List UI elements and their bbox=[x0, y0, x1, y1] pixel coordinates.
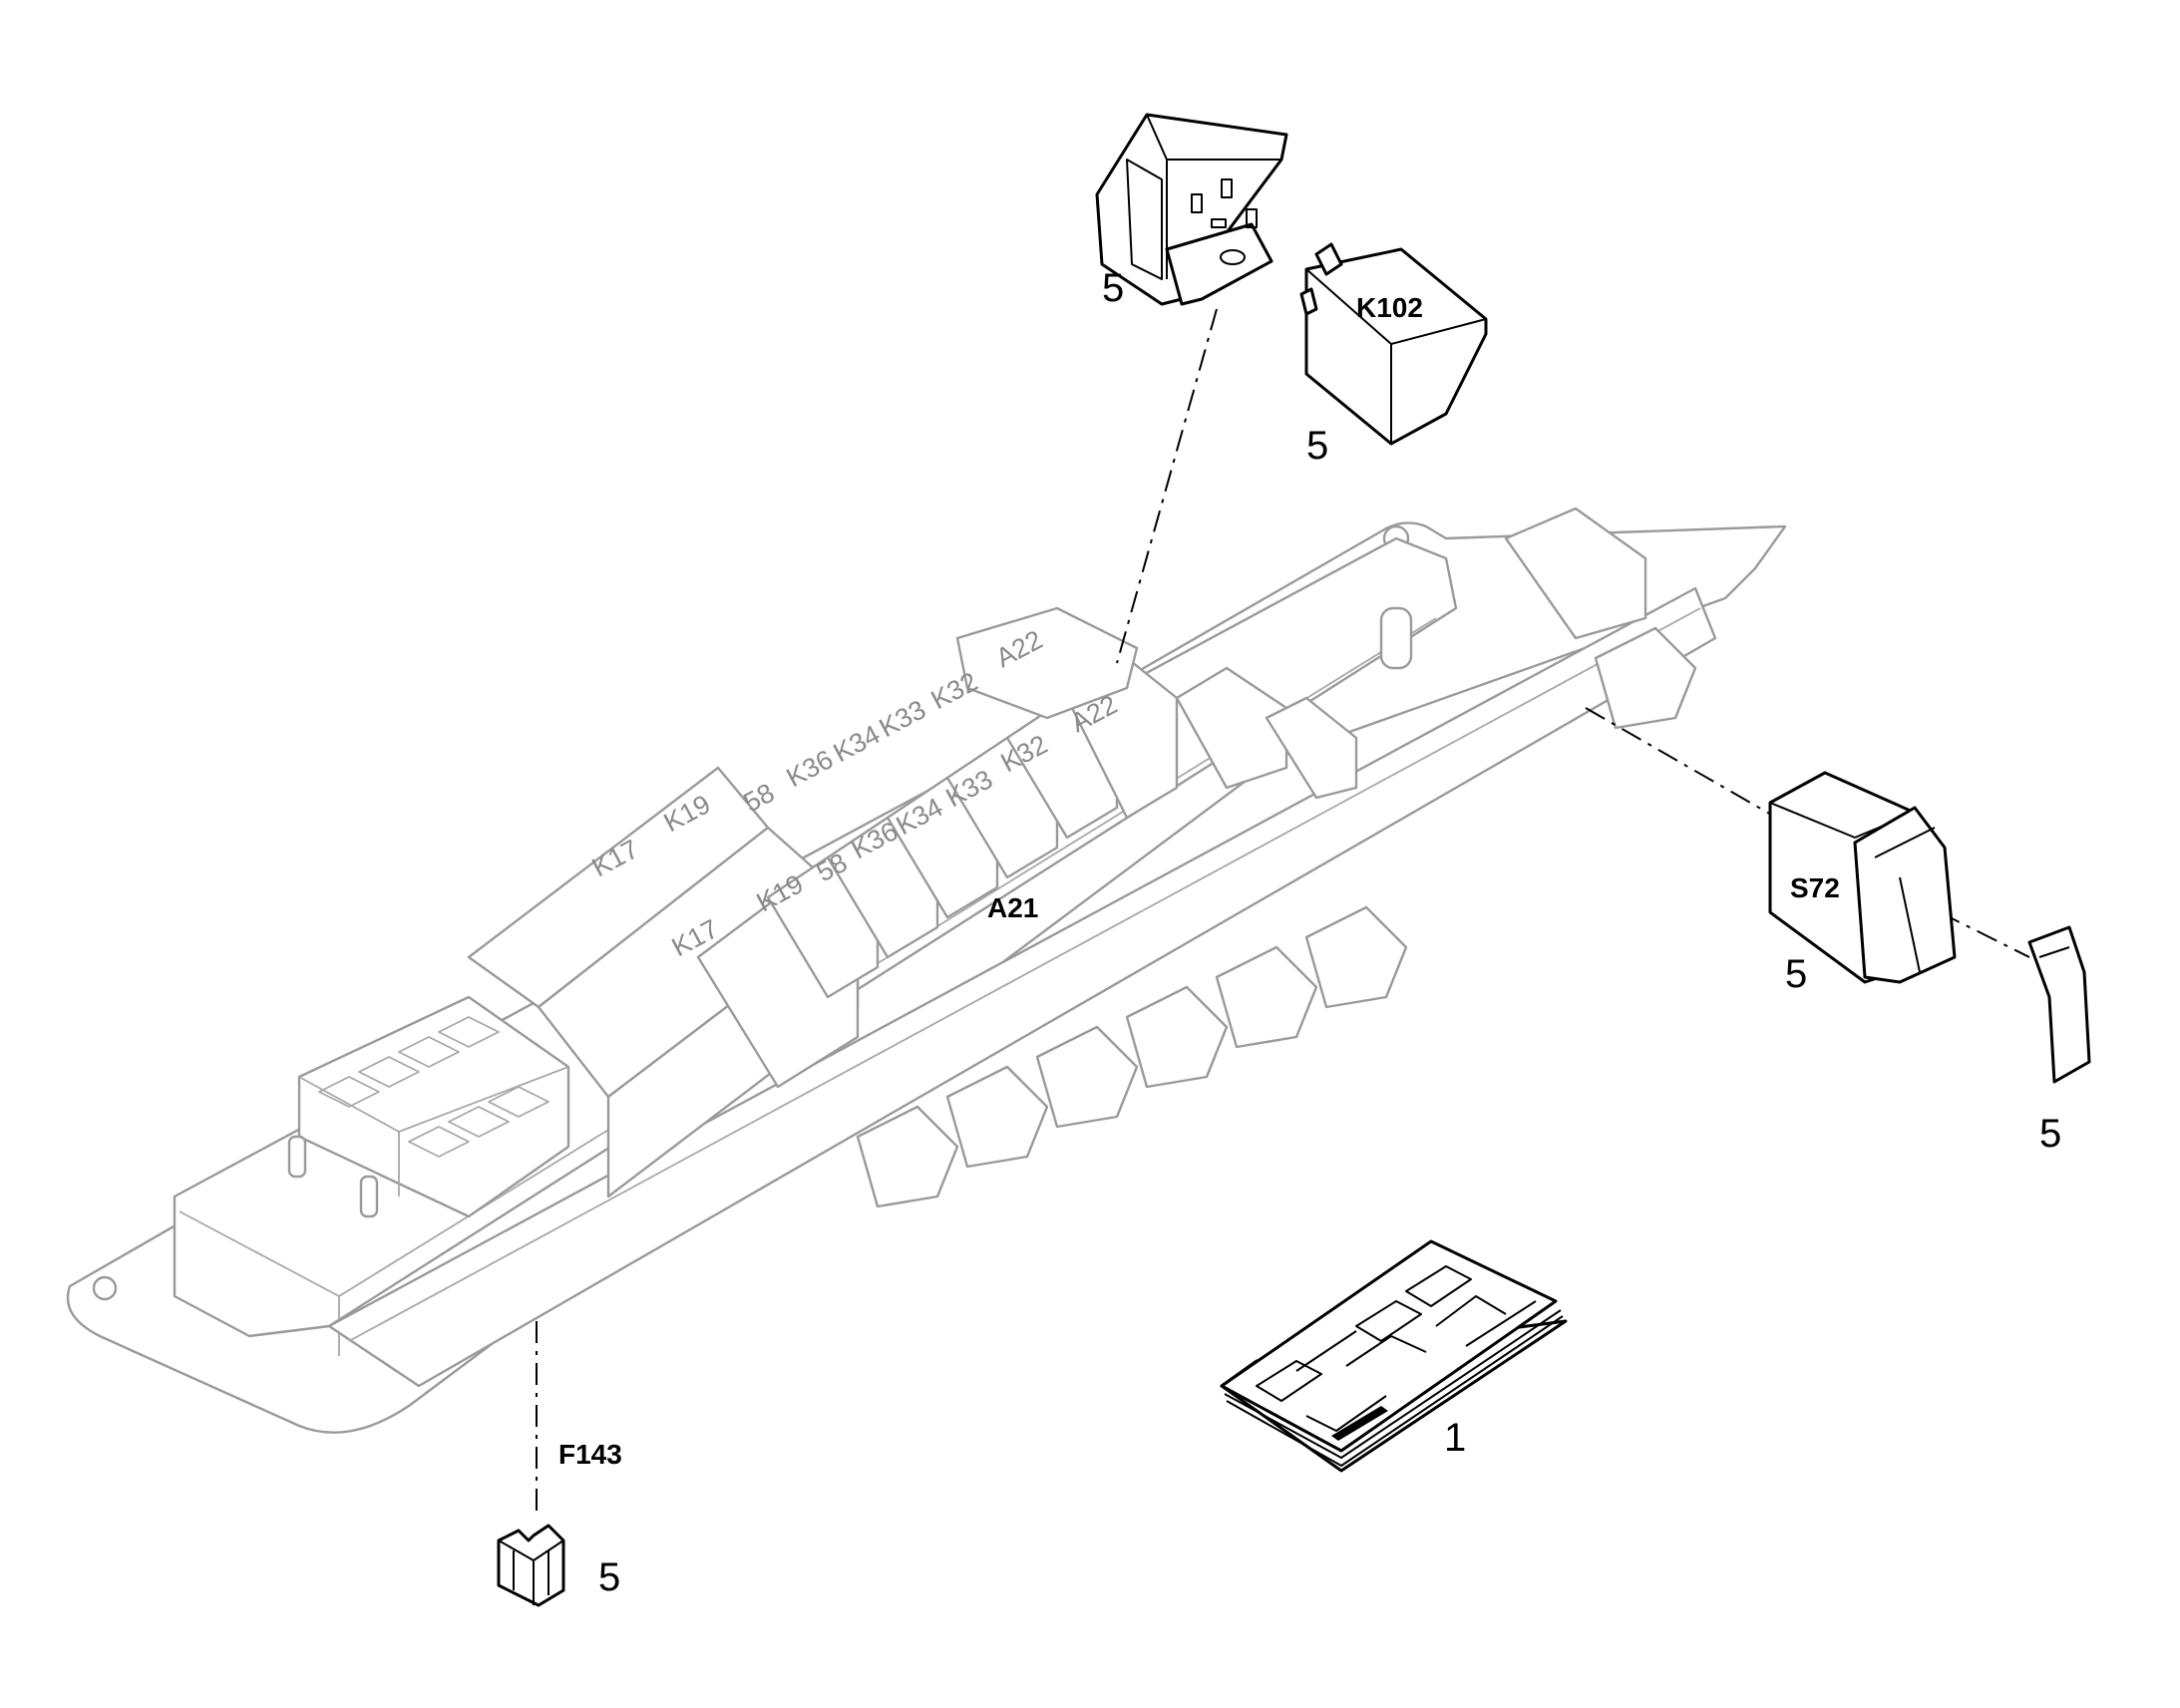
fuse-f143-part: F143 5 bbox=[497, 1439, 622, 1607]
item-number-relay-k102: 5 bbox=[1306, 424, 1328, 468]
s72-label: S72 bbox=[1790, 872, 1840, 903]
a21-panel-assembly: K17 K19 58 K36 K34 K33 K32 A22 K17 K19 5… bbox=[66, 507, 1787, 1434]
relay-base-part: 5 bbox=[1095, 113, 1288, 310]
slot-label-k34: K34 bbox=[829, 719, 886, 768]
a21-label: A21 bbox=[987, 892, 1038, 923]
leader-lines bbox=[536, 308, 2030, 1511]
item-number-manual: 1 bbox=[1444, 1416, 1466, 1460]
f143-label: F143 bbox=[558, 1439, 622, 1470]
k102-label: K102 bbox=[1356, 292, 1423, 323]
relay-k102-part: K102 5 bbox=[1299, 242, 1488, 468]
slot-label-k36: K36 bbox=[782, 744, 839, 793]
switch-s72-part: S72 5 bbox=[1768, 771, 1957, 996]
item-number-switch-s72: 5 bbox=[1785, 952, 1807, 996]
item-number-switch-cap: 5 bbox=[2039, 1112, 2061, 1156]
switch-cap-part: 5 bbox=[2027, 925, 2091, 1156]
slot-label-k33: K33 bbox=[875, 694, 931, 743]
item-number-fuse-f143: 5 bbox=[598, 1555, 620, 1599]
manual-part: 1 bbox=[1220, 1239, 1568, 1473]
item-number-relay-base: 5 bbox=[1102, 266, 1124, 310]
